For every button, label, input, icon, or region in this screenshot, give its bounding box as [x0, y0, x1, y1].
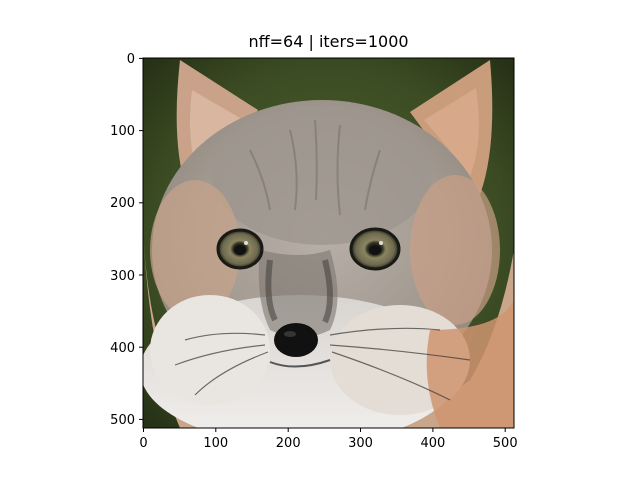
- y-tick-label: 400: [110, 341, 135, 356]
- plot-title: nff=64 | iters=1000: [248, 32, 409, 51]
- y-tick-label: 200: [110, 196, 135, 211]
- y-tick-label: 0: [127, 52, 135, 67]
- x-tick-label: 300: [348, 436, 373, 451]
- x-tick-label: 400: [420, 436, 445, 451]
- x-axis: 0 100 200 300 400 500: [139, 428, 518, 451]
- y-tick-label: 300: [110, 269, 135, 284]
- fox-image: [143, 58, 514, 428]
- axes-frame: [142, 57, 515, 429]
- y-tick-label: 500: [110, 413, 135, 428]
- y-tick-label: 100: [110, 124, 135, 139]
- y-axis: 0 100 200 300 400 500: [110, 52, 143, 428]
- x-tick-label: 0: [139, 436, 147, 451]
- x-tick-label: 200: [276, 436, 301, 451]
- x-tick-label: 500: [493, 436, 518, 451]
- x-tick-label: 100: [203, 436, 228, 451]
